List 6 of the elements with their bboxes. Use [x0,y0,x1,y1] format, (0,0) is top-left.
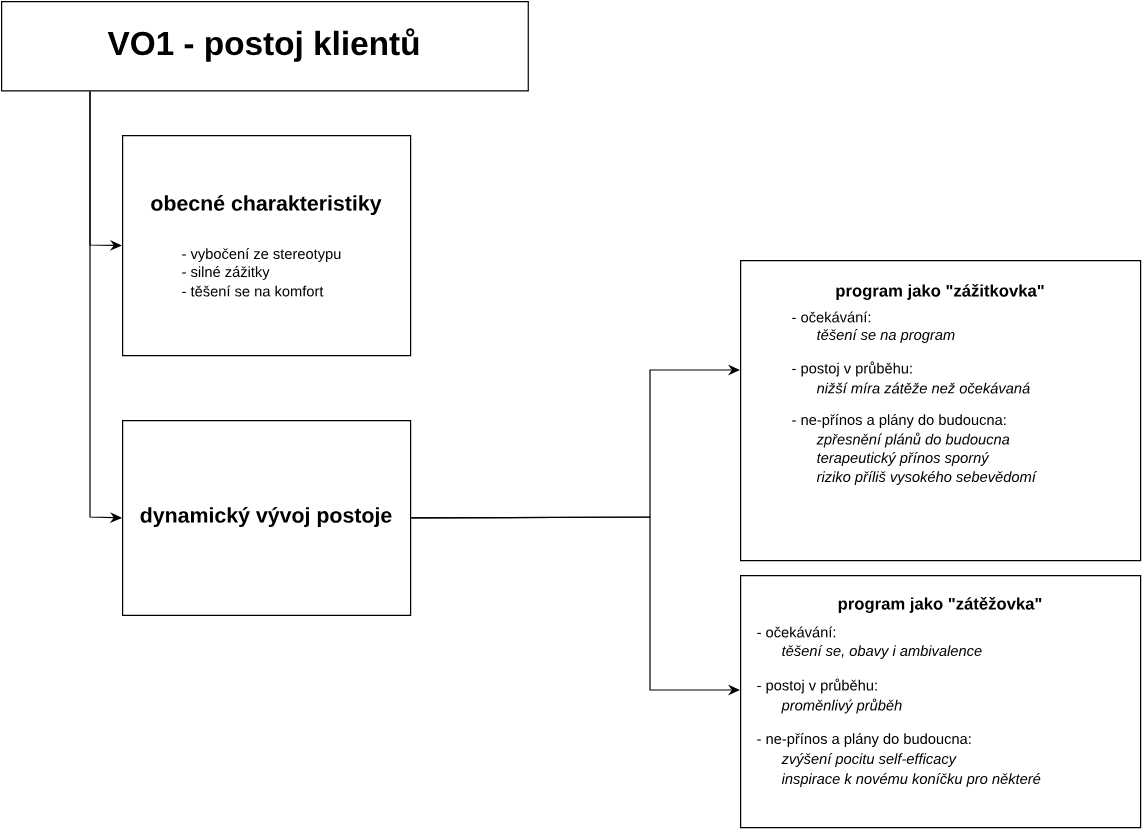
title-box: VO1 - postoj klientů [1,1,529,92]
text-box: program jako "zátěžovka" - očekávání: těšení se, obavy i ambivalence - postoj v průběhu: proměnlivý průběh - ne-přínos a plány do budoucna: zvýšení pocitu self-efficacy inspirace k novému koníčku pro některé [740,575,1142,829]
text-box: program jako "zážitkovka" - očekávání: těšení se na program - postoj v průběhu: nižší míra zátěže než očekávaná - ne-přínos a plány do budoucna: zpřesnění plánů do budoucna terapeutický přínos sporný riziko příliš vysokého sebevědomí [740,260,1142,562]
arrow [89,90,122,523]
text-box: dynamický vývoj postoje [122,420,412,616]
text-box: obecné charakteristiky - vybočení ze stereotypu - silné zážitky - těšení se na komfort [122,135,412,357]
